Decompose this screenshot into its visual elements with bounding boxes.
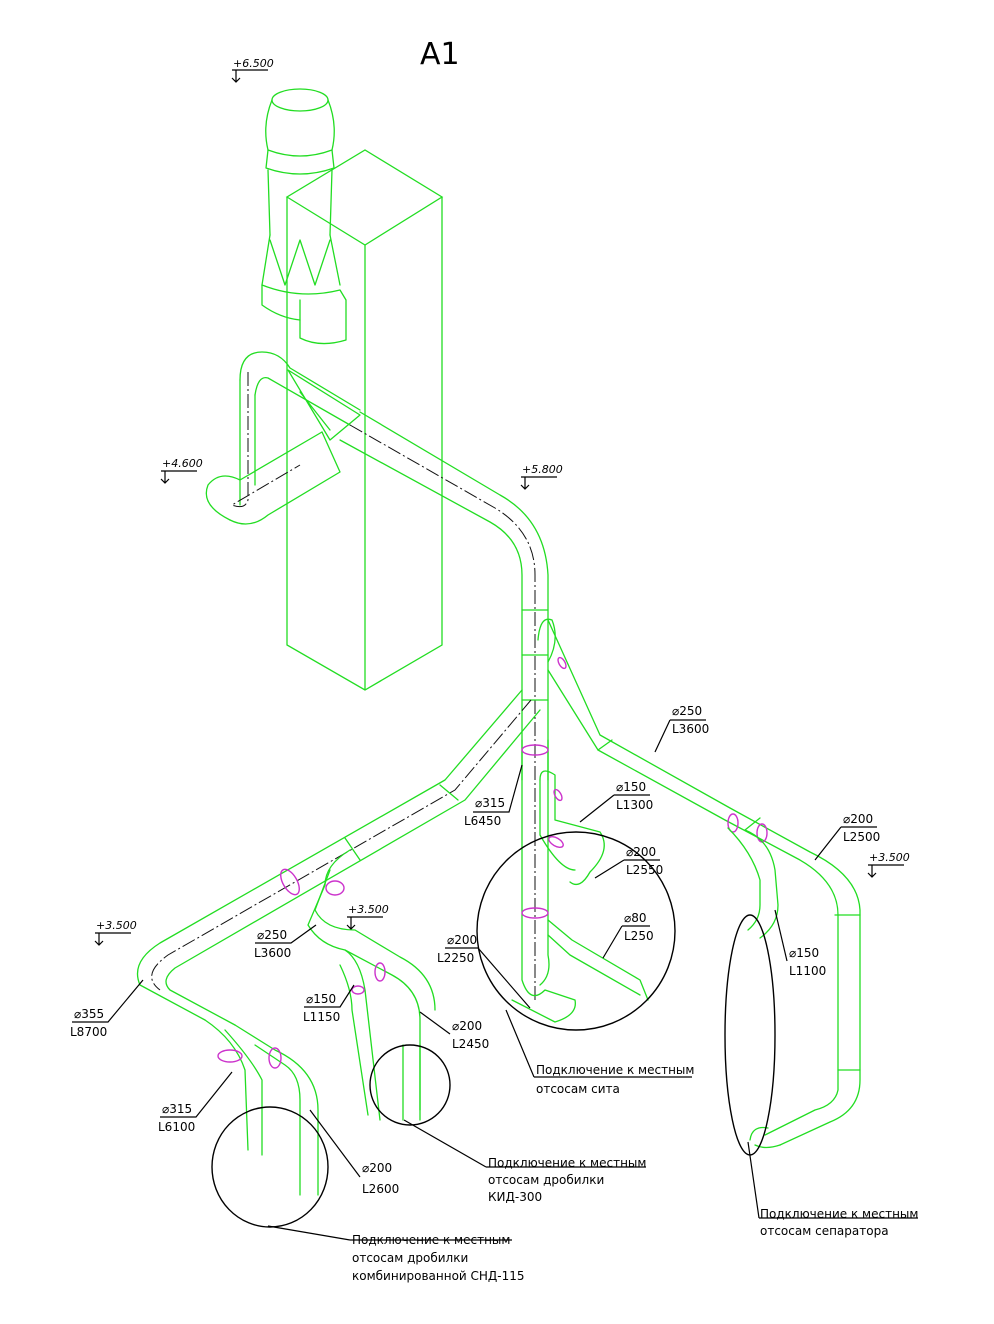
svg-text:отсосам сепаратора: отсосам сепаратора — [760, 1224, 889, 1238]
svg-text:L2600: L2600 — [362, 1182, 399, 1196]
level-mark-main: +5.800 — [520, 463, 563, 490]
svg-text:комбинированной СНД-115: комбинированной СНД-115 — [352, 1269, 525, 1283]
sheet-title: A1 — [420, 37, 460, 72]
fan-unit — [261, 88, 347, 345]
svg-text:L3600: L3600 — [254, 946, 291, 960]
svg-text:⌀200: ⌀200 — [447, 933, 477, 947]
svg-text:⌀355: ⌀355 — [74, 1007, 104, 1021]
label-d355: ⌀355 L8700 — [70, 979, 144, 1039]
right-branch-duct — [547, 619, 861, 1149]
sito-branch-duct — [511, 739, 649, 1023]
svg-text:L1300: L1300 — [616, 798, 653, 812]
detail-circle-sito — [476, 831, 676, 1031]
label-d315-left: ⌀315 L6100 — [158, 1071, 233, 1134]
svg-text:L2450: L2450 — [452, 1037, 489, 1051]
label-d200-right: ⌀200 L2500 — [814, 812, 880, 861]
svg-text:L6100: L6100 — [158, 1120, 195, 1134]
svg-text:⌀200: ⌀200 — [362, 1161, 392, 1175]
svg-text:⌀315: ⌀315 — [475, 796, 505, 810]
svg-text:+5.800: +5.800 — [522, 463, 563, 476]
svg-text:L3600: L3600 — [672, 722, 709, 736]
svg-text:L8700: L8700 — [70, 1025, 107, 1039]
label-d150-sito: ⌀150 L1300 — [579, 780, 653, 823]
note-kid: Подключение к местным отсосам дробилки К… — [403, 1119, 646, 1204]
svg-text:L1100: L1100 — [789, 964, 826, 978]
svg-text:+3.500: +3.500 — [348, 903, 389, 916]
note-separator: Подключение к местным отсосам сепаратора — [747, 1141, 918, 1238]
svg-text:⌀150: ⌀150 — [306, 992, 336, 1006]
label-d150-separator: ⌀150 L1100 — [774, 909, 826, 978]
svg-text:⌀150: ⌀150 — [616, 780, 646, 794]
svg-text:Подключение к местным: Подключение к местным — [536, 1063, 694, 1077]
svg-text:отсосам сита: отсосам сита — [536, 1082, 620, 1096]
note-sito: Подключение к местным отсосам сита — [505, 1009, 694, 1096]
svg-text:КИД-300: КИД-300 — [488, 1190, 542, 1204]
label-d200-left: ⌀200 L2600 — [309, 1109, 399, 1196]
svg-text:L2250: L2250 — [437, 951, 474, 965]
svg-text:⌀150: ⌀150 — [789, 946, 819, 960]
svg-text:⌀250: ⌀250 — [257, 928, 287, 942]
level-mark-left-end: +3.500 — [94, 919, 137, 946]
svg-text:⌀250: ⌀250 — [672, 704, 702, 718]
svg-text:Подключение к местным: Подключение к местным — [760, 1207, 918, 1221]
vertical-shaft — [285, 149, 444, 691]
svg-text:⌀80: ⌀80 — [624, 911, 647, 925]
svg-text:L1150: L1150 — [303, 1010, 340, 1024]
svg-text:⌀315: ⌀315 — [162, 1102, 192, 1116]
detail-circle-separator — [724, 914, 776, 1156]
label-d250-right: ⌀250 L3600 — [654, 704, 709, 753]
label-d200-mid: ⌀200 L2450 — [419, 1011, 489, 1051]
level-mark-left: +4.600 — [160, 457, 203, 484]
svg-text:+4.600: +4.600 — [162, 457, 203, 470]
left-main-duct — [136, 689, 541, 1196]
detail-circle-snd — [211, 1106, 329, 1228]
label-d250-mid: ⌀250 L3600 — [254, 924, 317, 960]
label-d80: ⌀80 L250 — [602, 911, 654, 959]
svg-text:L6450: L6450 — [464, 814, 501, 828]
label-d200-main: ⌀200 L2250 — [437, 933, 531, 1009]
svg-text:L2500: L2500 — [843, 830, 880, 844]
level-mark-top: +6.500 — [231, 57, 274, 83]
note-snd: Подключение к местным отсосам дробилки к… — [267, 1225, 525, 1283]
svg-text:+3.500: +3.500 — [869, 851, 910, 864]
svg-text:Подключение к местным: Подключение к местным — [488, 1156, 646, 1170]
detail-circle-kid — [369, 1044, 451, 1126]
label-d150-mid: ⌀150 L1150 — [303, 984, 355, 1024]
main-duct — [339, 411, 567, 1000]
svg-text:+6.500: +6.500 — [233, 57, 274, 70]
svg-text:отсосам дробилки: отсосам дробилки — [488, 1173, 604, 1187]
svg-text:L250: L250 — [624, 929, 654, 943]
svg-text:⌀200: ⌀200 — [626, 845, 656, 859]
level-mark-middle: +3.500 — [346, 903, 389, 930]
label-d200-sito: ⌀200 L2550 — [594, 845, 663, 879]
svg-text:Подключение к местным: Подключение к местным — [352, 1233, 510, 1247]
svg-text:L2550: L2550 — [626, 863, 663, 877]
svg-text:отсосам дробилки: отсосам дробилки — [352, 1251, 468, 1265]
upper-loop-duct — [205, 351, 361, 525]
svg-text:+3.500: +3.500 — [96, 919, 137, 932]
level-mark-right: +3.500 — [867, 851, 910, 878]
svg-text:⌀200: ⌀200 — [843, 812, 873, 826]
svg-text:⌀200: ⌀200 — [452, 1019, 482, 1033]
label-d315-main: ⌀315 L6450 — [464, 764, 523, 828]
